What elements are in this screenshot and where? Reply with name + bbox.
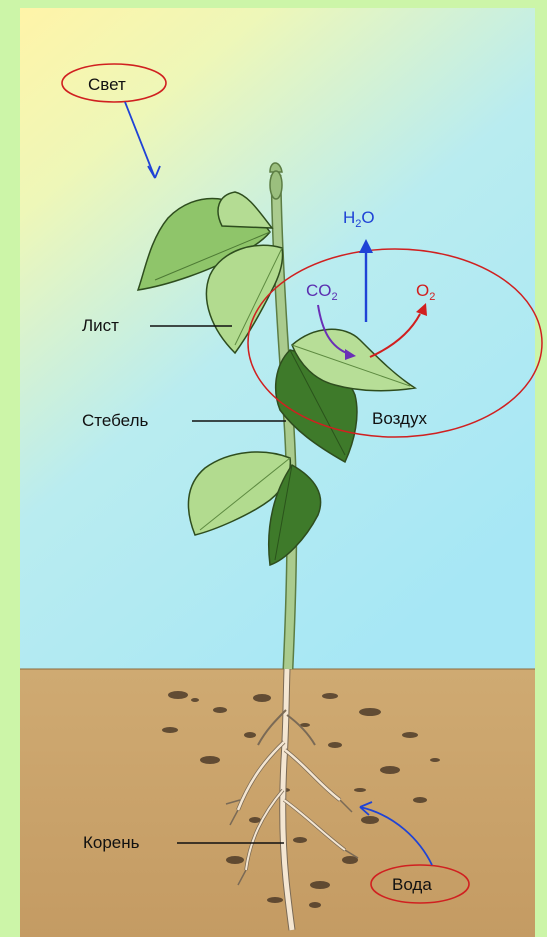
o2-main: O [416,281,429,300]
light-label: Свет [88,75,126,94]
sky-background [20,8,535,669]
stem-label: Стебель [82,411,148,430]
co2-sub: 2 [332,291,338,303]
co2-main: CO [306,281,332,300]
h2o-o: O [361,208,374,227]
air-label: Воздух [372,409,427,428]
o2-sub: 2 [429,291,435,303]
h2o-h: H [343,208,355,227]
water-label: Вода [392,875,432,894]
leaf-label: Лист [82,316,119,335]
root-label: Корень [83,833,140,852]
